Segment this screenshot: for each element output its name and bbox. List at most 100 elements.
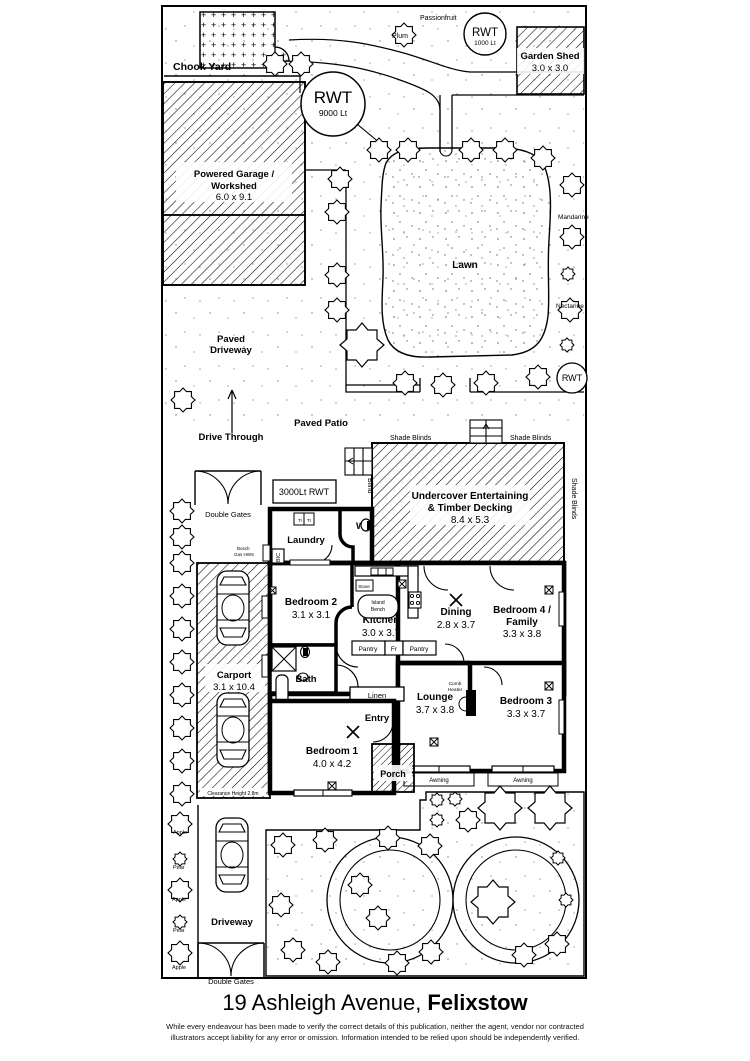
bedroom-3-dims: 3.3 x 3.7 bbox=[507, 709, 546, 720]
garden-shed-label: Garden Shed bbox=[520, 51, 579, 62]
shade-blinds-side-label: Shade Blinds bbox=[570, 478, 577, 520]
undercover-entertaining: Undercover Entertaining & Timber Decking… bbox=[344, 419, 577, 564]
pantry-right-label: Pantry bbox=[410, 646, 430, 653]
shade-blinds-right-label: Shade Blinds bbox=[510, 435, 552, 442]
lawn-area: Lawn bbox=[380, 147, 552, 358]
kitchen-dims: 3.0 x 3.7 bbox=[362, 628, 401, 639]
kitchen: Kitchen 3.0 x 3.7 Stove Island Bench Pan… bbox=[351, 565, 437, 656]
fruit-tree-label-2: Apple bbox=[172, 897, 186, 903]
carport-label: Carport bbox=[217, 670, 252, 681]
bedroom-4-label: Bedroom 4 / bbox=[493, 605, 551, 616]
entertaining-line2: & Timber Decking bbox=[428, 503, 513, 514]
dining-dims: 2.8 x 3.7 bbox=[437, 620, 476, 631]
nectarine-label: Nectarine bbox=[556, 303, 584, 310]
garage-label-line2: Workshed bbox=[211, 181, 257, 192]
entertaining-line1: Undercover Entertaining bbox=[412, 491, 529, 502]
bedroom-2-label: Bedroom 2 bbox=[285, 597, 338, 608]
bedroom-4-family: Bedroom 4 / Family 3.3 x 3.8 bbox=[444, 565, 565, 664]
left-boundary-fruit-trees: Apple Pear Apple Pear Apple bbox=[167, 550, 195, 971]
paved-driveway: Paved Driveway Drive Through bbox=[170, 334, 264, 443]
entry-label: Entry bbox=[365, 713, 390, 724]
garden-shed-dims: 3.0 x 3.0 bbox=[532, 63, 568, 74]
rwt-corner-tank: RWT bbox=[556, 362, 588, 394]
fruit-tree-label-4: Apple bbox=[172, 965, 186, 971]
lawn-path-border2 bbox=[345, 385, 420, 393]
double-gates-top: Double Gates bbox=[194, 470, 262, 519]
entertaining-dims: 8.4 x 5.3 bbox=[451, 515, 490, 526]
stove-label: Stove bbox=[358, 584, 370, 589]
fruit-tree-label-0: Apple bbox=[173, 830, 187, 836]
bedroom-2-dims: 3.1 x 3.1 bbox=[292, 610, 331, 621]
chook-yard: Chook Yard bbox=[164, 11, 300, 77]
gate-swing-rear bbox=[439, 149, 453, 157]
title-block: 19 Ashleigh Avenue, Felixstow While ever… bbox=[0, 988, 750, 1043]
entry-porch: Entry Porch bbox=[365, 713, 415, 793]
trough-label-2: Tr bbox=[307, 518, 312, 523]
mandarine-label: Mandarine bbox=[558, 214, 589, 221]
bathroom: Bath Linen bbox=[268, 643, 405, 704]
fruit-tree-label-1: Pear bbox=[173, 865, 185, 871]
trough-label-1: Tr bbox=[298, 518, 303, 523]
hws-line2: Gas HWS bbox=[234, 552, 254, 557]
fridge-label: Fr bbox=[391, 646, 398, 653]
rwt-3000-box: 3000Lt RWT bbox=[272, 479, 337, 504]
kitchen-label: Kitchen bbox=[363, 615, 400, 626]
bedroom-1-dims: 4.0 x 4.2 bbox=[313, 759, 352, 770]
rwt-1000-name: RWT bbox=[472, 27, 498, 39]
driveway-label: Driveway bbox=[211, 917, 253, 928]
bedroom-3-label: Bedroom 3 bbox=[500, 696, 553, 707]
double-gates-bottom-label: Double Gates bbox=[208, 977, 254, 986]
ceiling-fan-icon-bed1 bbox=[346, 725, 360, 739]
bedroom-4-label2: Family bbox=[506, 617, 538, 628]
chook-yard-label: Chook Yard bbox=[173, 61, 231, 73]
ceiling-fan-icon-dining bbox=[449, 593, 463, 607]
rwt-corner-label: RWT bbox=[562, 373, 583, 383]
rwt-3000-label: 3000Lt RWT bbox=[279, 487, 330, 497]
double-gates-top-label: Double Gates bbox=[205, 510, 251, 519]
bic-label-group: BIC bbox=[276, 553, 282, 562]
comb-heater-line1: Comb bbox=[449, 681, 462, 687]
blind-label: Blind bbox=[366, 478, 373, 494]
lounge-dims: 3.7 x 3.8 bbox=[416, 705, 455, 716]
island-bench-line1: Island bbox=[371, 600, 385, 606]
clearance-label: Clearance Height 2.8m bbox=[207, 791, 258, 797]
double-gates-bottom: Double Gates bbox=[197, 942, 265, 986]
drive-through-label: Drive Through bbox=[199, 432, 264, 443]
front-garden bbox=[265, 785, 585, 977]
page-title-street: 19 Ashleigh Avenue, bbox=[222, 990, 428, 1015]
island-bench-line2: Bench bbox=[371, 607, 385, 613]
rwt-9000-capacity: 9000 Lt bbox=[319, 108, 348, 118]
shade-blinds-left-label: Shade Blinds bbox=[390, 435, 432, 442]
disclaimer-line-2: illustrators accept liability for any er… bbox=[170, 1033, 580, 1042]
bedroom-4-dims: 3.3 x 3.8 bbox=[503, 629, 542, 640]
pantry-left-label: Pantry bbox=[359, 646, 379, 653]
passionfruit-label: Passionfruit bbox=[420, 15, 457, 22]
dining-room: Dining 2.8 x 3.7 bbox=[423, 565, 476, 631]
bic-label: BIC bbox=[276, 553, 282, 562]
powered-garage-workshed: Powered Garage / Workshed 6.0 x 9.1 bbox=[162, 81, 306, 286]
laundry-label: Laundry bbox=[287, 535, 325, 546]
comb-heater-line2: Heater bbox=[448, 687, 463, 693]
plum-tree: Plum bbox=[391, 22, 417, 48]
disclaimer-line-1: While every endeavour has been made to v… bbox=[166, 1022, 584, 1031]
paved-driveway-line1: Paved bbox=[217, 334, 245, 345]
page-title-suburb: Felixstow bbox=[427, 990, 528, 1015]
hws-line1: Bosch bbox=[237, 546, 250, 551]
bedroom-1-label: Bedroom 1 bbox=[306, 746, 359, 757]
rwt-9000-name: RWT bbox=[314, 88, 352, 107]
bath-label: Bath bbox=[295, 674, 316, 685]
paved-patio-label: Paved Patio bbox=[294, 418, 348, 429]
bedroom-3: Bedroom 3 3.3 x 3.7 Awning bbox=[483, 666, 565, 787]
awning-left-label: Awning bbox=[429, 778, 449, 784]
carport: Carport 3.1 x 10.4 Clearance Height 2.8m bbox=[196, 562, 271, 799]
plum-label: Plum bbox=[392, 33, 408, 40]
carport-dims: 3.1 x 10.4 bbox=[213, 682, 255, 693]
gas-hws: Bosch Gas HWS bbox=[234, 544, 271, 562]
lounge-label: Lounge bbox=[417, 692, 454, 703]
paved-driveway-line2: Driveway bbox=[210, 345, 252, 356]
awning-right-label: Awning bbox=[513, 778, 533, 784]
front-driveway: Driveway bbox=[211, 817, 254, 928]
fruit-tree-label-3: Pear bbox=[173, 928, 185, 934]
